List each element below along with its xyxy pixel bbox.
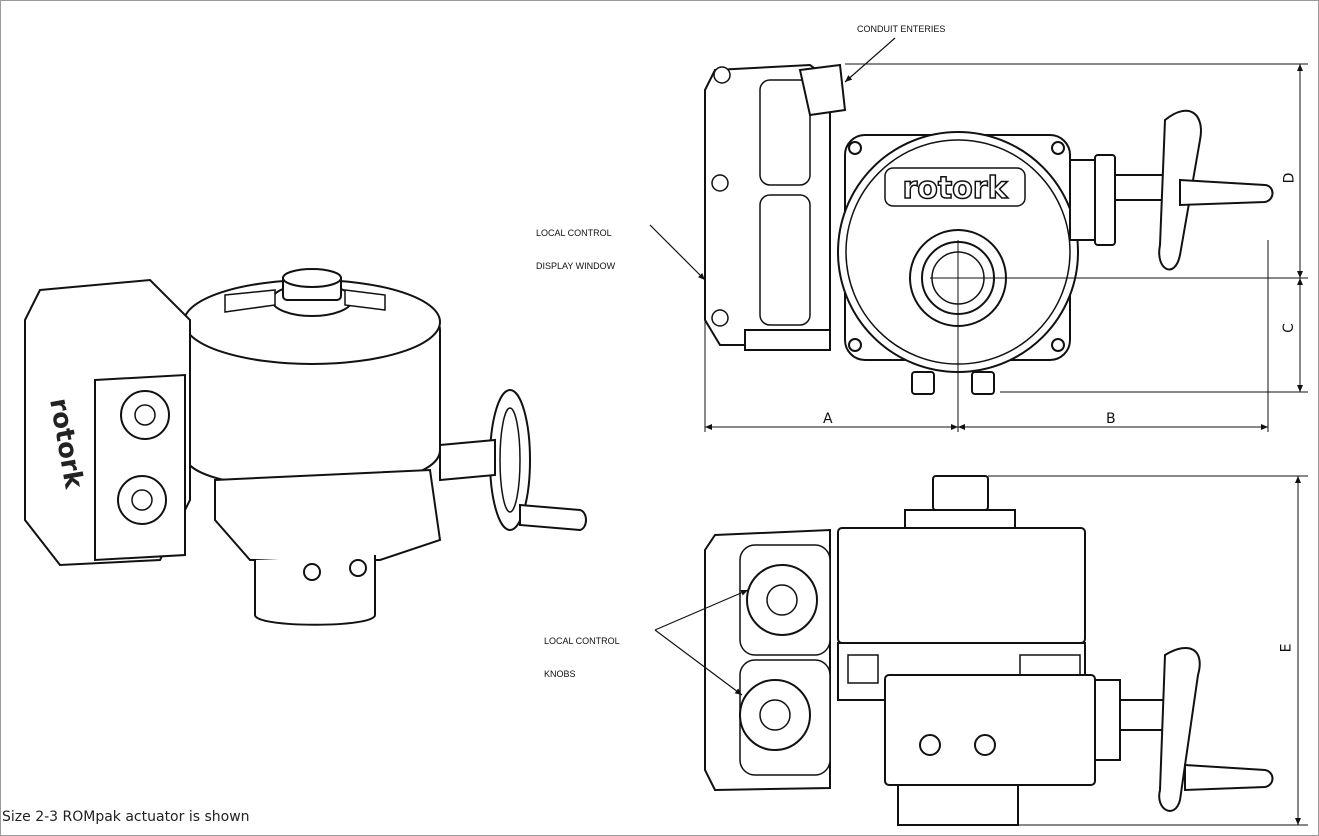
- front-view: [704, 63, 1274, 395]
- dimension-d-label: D: [1281, 172, 1298, 184]
- dimension-a-label: A: [823, 411, 833, 427]
- front-dimensions: [704, 63, 1308, 432]
- knobs-label-line2: KNOBS: [544, 669, 576, 679]
- display-window-label-line1: LOCAL CONTROL: [536, 228, 612, 238]
- knobs-label: LOCAL CONTROL KNOBS: [544, 614, 620, 691]
- isometric-view: [24, 268, 587, 626]
- display-window-label: LOCAL CONTROL DISPLAY WINDOW: [536, 206, 615, 283]
- side-dimensions: [988, 475, 1308, 826]
- dimension-c-label: C: [1280, 323, 1297, 333]
- dimension-b-label: B: [1106, 411, 1116, 427]
- side-view: [704, 475, 1274, 826]
- knobs-label-line1: LOCAL CONTROL: [544, 636, 620, 646]
- display-window-label-line2: DISPLAY WINDOW: [536, 261, 616, 271]
- front-logo: rotork: [902, 171, 1008, 206]
- dimension-e-label: E: [1278, 643, 1295, 653]
- leader-lines: [649, 37, 896, 696]
- conduit-entries-label: CONDUIT ENTERIES: [857, 24, 946, 34]
- figure-caption: Size 2-3 ROMpak actuator is shown: [2, 809, 250, 825]
- front-centerlines: [930, 240, 1308, 432]
